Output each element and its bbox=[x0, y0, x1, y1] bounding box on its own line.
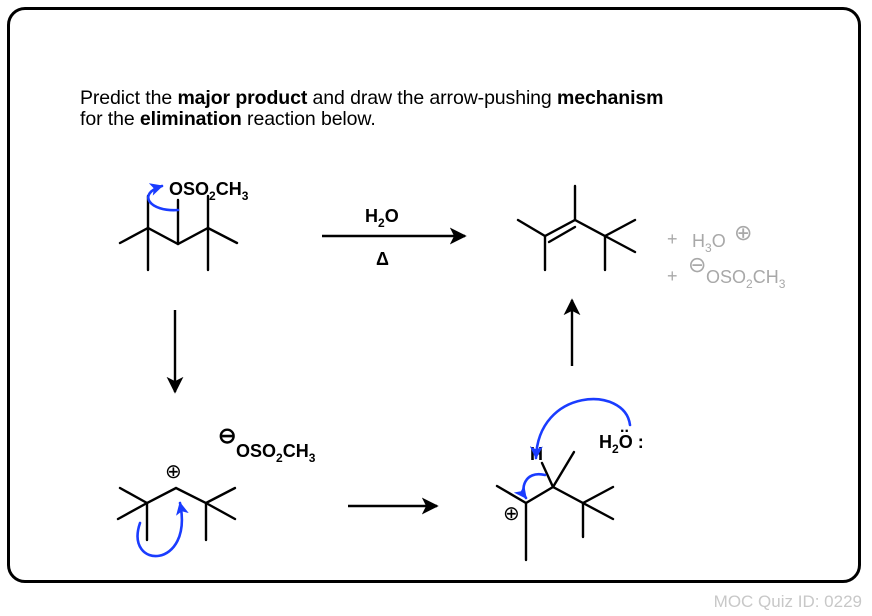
methyl bbox=[204, 486, 237, 505]
plus-sign: + bbox=[667, 266, 678, 286]
reagent-water: H2O bbox=[365, 206, 399, 230]
positive-charge: ⊕ bbox=[165, 461, 182, 483]
hydronium: H3O bbox=[692, 231, 726, 255]
mesylate-anion: OSO2CH3 bbox=[706, 267, 786, 291]
curved-arrow-methyl-shift bbox=[136, 501, 189, 558]
mesylate-charge: ⊖ bbox=[688, 252, 706, 277]
product-chain bbox=[516, 218, 637, 238]
byproducts: + H3O ⊕ + ⊖ OSO2CH3 bbox=[667, 220, 786, 291]
secondary-carbocation: ⊕ ⊖ OSO2CH3 bbox=[116, 423, 316, 558]
prompt-bold-major-product: major product bbox=[177, 87, 308, 109]
alkene-product bbox=[516, 184, 637, 272]
mesylate-anion-label: OSO2CH3 bbox=[236, 441, 316, 465]
plus-sign: + bbox=[667, 229, 678, 249]
curved-arrow-water-attack bbox=[529, 397, 632, 460]
leaving-group-label: OSO2CH3 bbox=[169, 179, 249, 203]
curved-arrow-deprotonation-bond bbox=[513, 472, 547, 500]
prompt-text: for the bbox=[80, 108, 140, 130]
prompt-text: reaction below. bbox=[241, 108, 376, 130]
methyl bbox=[603, 234, 637, 254]
prompt-text: and draw the arrow-pushing bbox=[307, 87, 557, 109]
anion-charge: ⊖ bbox=[218, 423, 236, 448]
c-h-bond bbox=[540, 461, 555, 489]
methyl bbox=[118, 486, 149, 505]
heat-symbol: Δ bbox=[376, 249, 389, 269]
question-card bbox=[7, 7, 861, 583]
double-bond-inner bbox=[547, 225, 577, 244]
curved-arrow-leaving-group bbox=[147, 183, 180, 212]
hydronium-charge: ⊕ bbox=[734, 220, 752, 245]
cation-chain bbox=[116, 486, 237, 521]
quiz-id: MOC Quiz ID: 0229 bbox=[713, 592, 862, 611]
prompt-text: Predict the bbox=[80, 87, 178, 109]
reaction-arrow: H2O Δ bbox=[322, 206, 467, 269]
methyl bbox=[551, 450, 576, 489]
methyl bbox=[581, 501, 615, 521]
question-prompt: Predict the major product and draw the a… bbox=[80, 87, 664, 130]
tertiary-carbocation: ⊕ H H2O: .. bbox=[495, 397, 644, 562]
starting-material: OSO2CH3 bbox=[118, 179, 249, 272]
cation-chain bbox=[495, 484, 615, 505]
prompt-bold-elimination: elimination bbox=[139, 108, 242, 130]
water-base: H2O: bbox=[599, 432, 644, 456]
positive-charge: ⊕ bbox=[503, 503, 520, 525]
prompt-bold-mechanism: mechanism bbox=[557, 87, 664, 109]
lone-pair-dots: .. bbox=[620, 419, 629, 436]
